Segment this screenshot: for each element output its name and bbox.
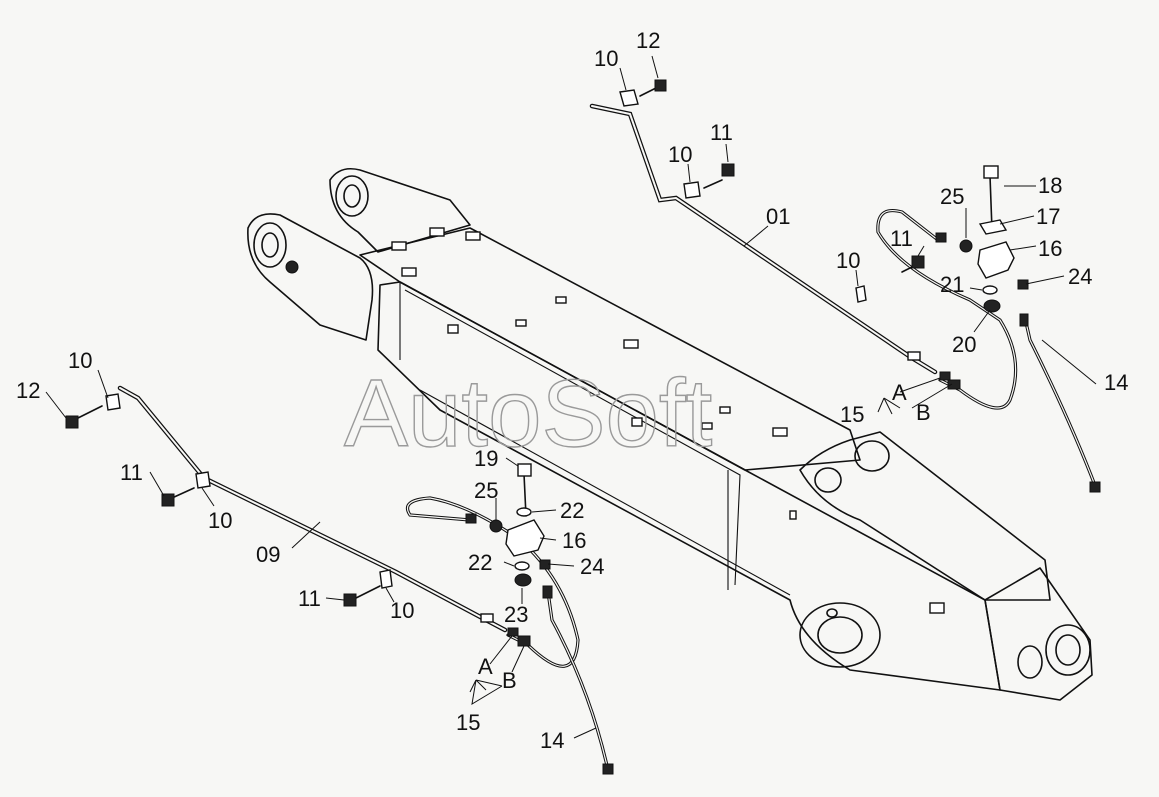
label-11: 11	[298, 586, 321, 611]
label-22: 22	[560, 498, 584, 523]
label-21: 21	[940, 272, 964, 297]
label-11: 11	[890, 226, 913, 251]
label-17: 17	[1036, 204, 1060, 229]
pipe-09	[117, 385, 508, 633]
label-22: 22	[468, 550, 492, 575]
boom-body	[247, 167, 1093, 701]
label-14: 14	[540, 728, 564, 753]
pipe-01	[589, 103, 938, 375]
label-14: 14	[1104, 370, 1128, 395]
label-12: 12	[16, 378, 40, 403]
label-10: 10	[668, 142, 692, 167]
label-12: 12	[636, 28, 660, 53]
leader-lines	[45, 55, 1097, 739]
label-23: 23	[504, 602, 528, 627]
hose-right	[876, 209, 1101, 493]
label-10: 10	[208, 508, 232, 533]
label-15: 15	[456, 710, 480, 735]
fasteners	[65, 79, 1029, 607]
label-11: 11	[120, 460, 143, 485]
part-labels: 10 12 10 11 01 10 11 25 18 17 16 21 24 2…	[16, 28, 1128, 753]
label-09: 09	[256, 542, 280, 567]
label-16: 16	[562, 528, 586, 553]
label-01: 01	[766, 204, 790, 229]
label-25: 25	[940, 184, 964, 209]
port-b-left: B	[502, 668, 517, 693]
label-11: 11	[710, 120, 733, 145]
label-20: 20	[952, 332, 976, 357]
label-25: 25	[474, 478, 498, 503]
port-a-right: A	[892, 380, 907, 405]
label-18: 18	[1038, 173, 1062, 198]
label-24: 24	[1068, 264, 1092, 289]
label-19: 19	[474, 446, 498, 471]
label-15: 15	[840, 402, 864, 427]
port-b-right: B	[916, 400, 931, 425]
label-10: 10	[68, 348, 92, 373]
label-16: 16	[1038, 236, 1062, 261]
port-a-left: A	[478, 654, 493, 679]
label-10: 10	[390, 598, 414, 623]
label-24: 24	[580, 554, 604, 579]
watermark-text: AutoSoft	[344, 360, 712, 467]
label-10: 10	[836, 248, 860, 273]
label-10: 10	[594, 46, 618, 71]
